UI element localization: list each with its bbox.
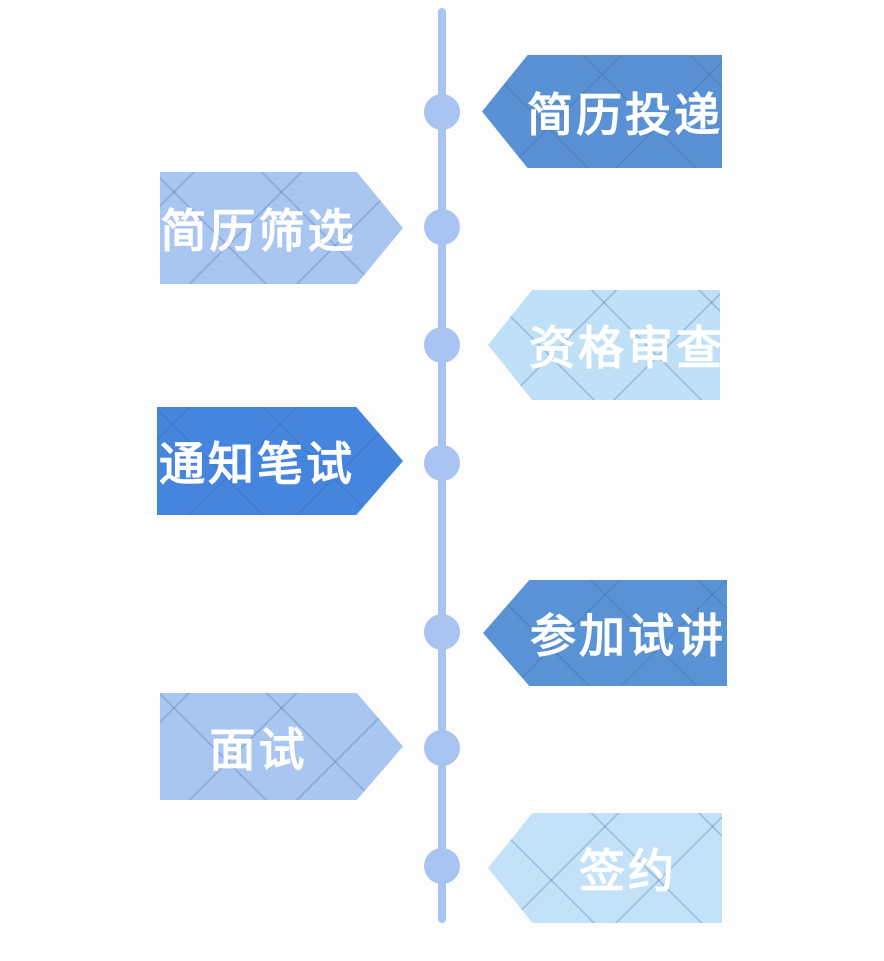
step-banner-qualification-review: 资格审查: [488, 290, 720, 400]
timeline-node: [424, 445, 460, 481]
step-label: 简历投递: [527, 88, 723, 141]
timeline-node: [424, 209, 460, 245]
timeline-node: [424, 614, 460, 650]
step-banner-interview: 面试: [160, 693, 403, 800]
step-banner-contract-signing: 签约: [488, 813, 722, 923]
step-label: 简历筛选: [160, 205, 357, 257]
timeline-node: [424, 848, 460, 884]
step-label: 通知笔试: [159, 438, 355, 490]
step-label: 参加试讲: [530, 610, 726, 662]
step-banner-resume-submission: 简历投递: [482, 55, 722, 168]
step-banner-resume-screening: 简历筛选: [160, 172, 403, 284]
step-banner-trial-lecture: 参加试讲: [483, 580, 727, 686]
timeline-node: [424, 94, 460, 130]
timeline-node: [424, 730, 460, 766]
step-label: 面试: [209, 723, 308, 776]
step-label: 签约: [579, 845, 677, 897]
step-banner-written-test-notice: 通知笔试: [157, 407, 403, 515]
timeline-node: [424, 327, 460, 363]
step-label: 资格审查: [529, 322, 725, 374]
